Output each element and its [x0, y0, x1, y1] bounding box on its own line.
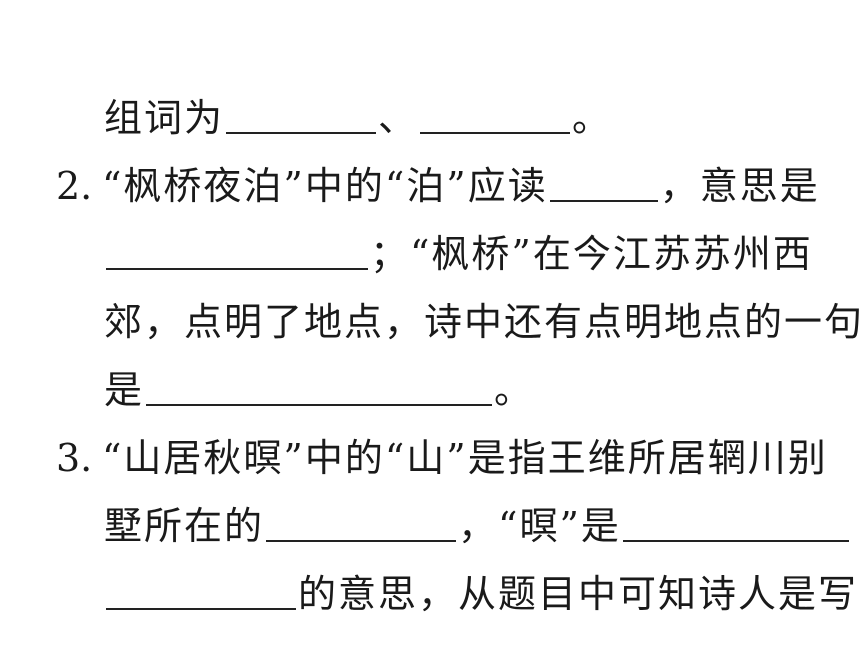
blank-dusk-meaning[interactable]: [622, 504, 849, 542]
line-6-text-a: “山居秋暝”中的“山”是指王维所居辋川别: [102, 436, 828, 480]
line-5-text-a: 是: [104, 368, 145, 412]
blank-word-2[interactable]: [420, 96, 571, 134]
line-8: 的意思，从题目中可知诗人是写: [0, 556, 860, 616]
line-3: ；“枫桥”在今江苏苏州西: [0, 216, 860, 276]
blank-dusk-meaning-cont[interactable]: [106, 572, 296, 610]
question-number-3: 3.: [56, 436, 93, 480]
line-1-text-b: 、: [378, 96, 419, 140]
line-1-text-c: 。: [572, 96, 613, 140]
line-3-text-a: ；“枫桥”在今江苏苏州西: [370, 232, 813, 276]
blank-meaning[interactable]: [106, 232, 368, 270]
line-8-text-a: 的意思，从题目中可知诗人是写: [298, 572, 859, 616]
blank-location-line[interactable]: [146, 368, 493, 406]
blank-mountain[interactable]: [266, 504, 457, 542]
line-4-text-a: 郊，点明了地点，诗中还有点明地点的一句: [104, 300, 860, 344]
blank-word-1[interactable]: [226, 96, 377, 134]
line-4: 郊，点明了地点，诗中还有点明地点的一句: [0, 284, 860, 344]
blank-pronunciation[interactable]: [549, 164, 658, 202]
line-5-text-b: 。: [494, 368, 535, 412]
line-2: 2. “枫桥夜泊”中的“泊”应读 ，意思是: [0, 148, 860, 208]
line-5: 是 。: [0, 352, 860, 412]
line-2-text-b: ，意思是: [659, 164, 820, 208]
line-7-text-b: ，“暝”是: [458, 504, 621, 548]
line-1: 组词为 、 。: [0, 80, 860, 140]
line-1-text-a: 组词为: [104, 96, 225, 140]
question-number-2: 2.: [56, 164, 93, 208]
line-6: 3. “山居秋暝”中的“山”是指王维所居辋川别: [0, 420, 860, 480]
line-7: 墅所在的 ，“暝”是: [0, 488, 860, 548]
line-7-text-a: 墅所在的: [104, 504, 265, 548]
line-2-text-a: “枫桥夜泊”中的“泊”应读: [102, 164, 548, 208]
